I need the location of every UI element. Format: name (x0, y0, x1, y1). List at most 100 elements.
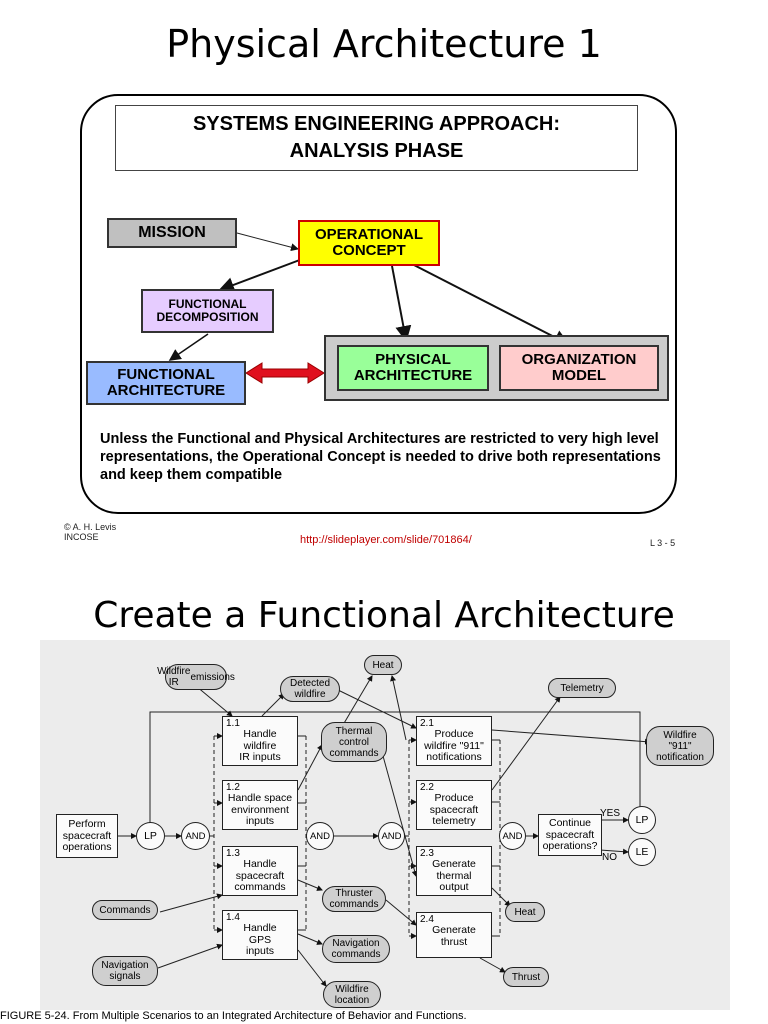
item-detected-wildfire: Detected wildfire (280, 676, 340, 702)
item-navigation-commands: Navigation commands (322, 935, 390, 963)
analysis-phase-header: SYSTEMS ENGINEERING APPROACH: ANALYSIS P… (115, 105, 638, 171)
function-line: Handle (243, 922, 277, 934)
arrow-decomposition-to-functional (168, 333, 209, 361)
function-line: wildfire "911" (424, 739, 484, 752)
function-line: thrust (440, 935, 468, 948)
organization-model-line-2: MODEL (551, 367, 607, 384)
functional-decomposition-box: FUNCTIONAL DECOMPOSITION (141, 289, 274, 333)
organization-model-box: ORGANIZATION MODEL (499, 345, 659, 391)
operational-concept-box: OPERATIONAL CONCEPT (298, 220, 440, 266)
function-line: Produce (434, 728, 474, 740)
arrow-concept-to-physical (391, 265, 412, 342)
item-line: notification (656, 751, 704, 763)
perform-line: operations (62, 841, 112, 853)
function-line: Produce (434, 792, 474, 804)
perform-line: spacecraft (62, 829, 112, 842)
slide-title-functional-architecture: Create a Functional Architecture (93, 595, 675, 636)
function-line: wildfire (243, 739, 277, 752)
physical-architecture-line-2: ARCHITECTURE (353, 367, 473, 384)
and-node-middle-right: AND (378, 822, 405, 850)
function-number: 2.1 (420, 718, 434, 729)
source-link[interactable]: http://slideplayer.com/slide/701864/ (300, 534, 472, 546)
function-line: Handle (243, 728, 277, 740)
physical-architecture-line-1: PHYSICAL (375, 350, 451, 368)
physical-architecture-box: PHYSICAL ARCHITECTURE (337, 345, 489, 391)
function-line: commands (234, 881, 286, 893)
and-node-left: AND (181, 822, 210, 850)
function-line: Handle space (227, 792, 293, 804)
item-line: Heat (514, 906, 536, 918)
function-number: 2.2 (420, 782, 434, 793)
item-line: "911" (668, 740, 692, 752)
functional-architecture-line-2: ARCHITECTURE (106, 382, 226, 399)
functional-decomposition-line-1: FUNCTIONAL (168, 296, 247, 311)
item-line: wildfire (294, 689, 326, 700)
item-wildfire-ir-emissions: Wildfire IR emissions (157, 664, 235, 690)
function-line: GPS (248, 933, 272, 946)
function-number: 1.3 (226, 848, 240, 859)
perform-spacecraft-operations-box: Perform spacecraft operations (56, 814, 118, 858)
decision-yes-label: YES (600, 808, 621, 819)
item-line: signals (109, 971, 141, 982)
function-line: telemetry (432, 815, 476, 827)
organization-model-line-1: ORGANIZATION (521, 350, 637, 368)
item-line: location (334, 994, 370, 1006)
function-number: 1.4 (226, 912, 240, 923)
page-reference: L 3 - 5 (650, 538, 676, 548)
function-line: Generate (432, 858, 476, 870)
function-number: 1.2 (226, 782, 240, 793)
perform-line: Perform (68, 818, 106, 830)
header-line-2: ANALYSIS PHASE (289, 140, 464, 162)
item-line: control (338, 736, 369, 748)
item-line: Wildfire (335, 983, 369, 995)
item-thrust: Thrust (503, 967, 549, 987)
mission-box: MISSION (107, 218, 237, 248)
item-line: Wildfire (663, 729, 697, 741)
copyright-line-1: © A. H. Levis (64, 522, 117, 532)
loop-point-node: LP (136, 822, 165, 850)
continue-line: operations? (542, 840, 598, 852)
decision-no-label: NO (602, 852, 617, 863)
function-line: output (439, 881, 469, 893)
item-heat-bottom: Heat (505, 902, 545, 922)
loop-exit-node: LE (628, 838, 656, 866)
continue-line: Continue (548, 817, 592, 829)
function-line: Generate (432, 924, 476, 936)
function-line: thermal (436, 869, 472, 882)
function-line: notifications (426, 751, 482, 763)
item-telemetry: Telemetry (548, 678, 616, 698)
item-line: Thruster (335, 888, 373, 899)
function-line: spacecraft (429, 803, 479, 816)
function-line: IR inputs (239, 751, 281, 763)
item-line: Navigation (101, 960, 149, 971)
figure-caption: FIGURE 5-24. From Multiple Scenarios to … (0, 1010, 467, 1022)
slide1-connectors (168, 232, 570, 384)
copyright: © A. H. Levis INCOSE (64, 522, 116, 542)
item-heat-top: Heat (364, 655, 402, 675)
item-wildfire-911-notification: Wildfire "911" notification (646, 726, 714, 766)
item-line: commands (329, 899, 379, 910)
and-node-middle-left: AND (306, 822, 334, 850)
copyright-line-2: INCOSE (64, 532, 99, 542)
function-number: 1.1 (226, 718, 240, 729)
item-line: commands (329, 747, 379, 759)
function-line: Handle (243, 858, 277, 870)
item-wildfire-location: Wildfire location (323, 981, 381, 1008)
function-number: 2.4 (420, 914, 434, 925)
item-thruster-commands: Thruster commands (322, 886, 386, 912)
function-line: spacecraft (235, 869, 285, 882)
arrow-concept-to-decomposition (218, 257, 306, 293)
item-line: emissions (190, 671, 235, 683)
arrow-mission-to-concept (236, 232, 299, 252)
slide-frame (80, 94, 677, 514)
item-thermal-control-commands: Thermal control commands (321, 722, 387, 762)
compatibility-note: Unless the Functional and Physical Archi… (100, 431, 661, 483)
